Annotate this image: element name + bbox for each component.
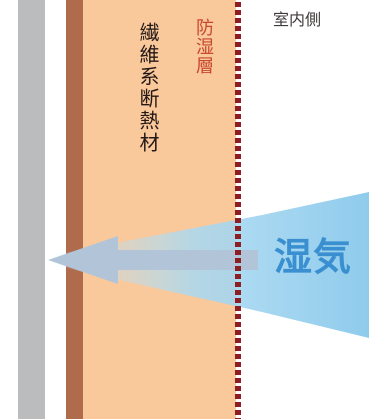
vapor-barrier-dot: [235, 18, 241, 23]
vapor-barrier-dot: [235, 10, 241, 15]
vapor-barrier-dot: [235, 258, 241, 263]
vapor-barrier-dot: [235, 370, 241, 375]
vapor-barrier-dot: [235, 146, 241, 151]
vapor-barrier-dot: [235, 402, 241, 407]
vapor-barrier-dot: [235, 322, 241, 327]
vapor-barrier-dot: [235, 242, 241, 247]
vapor-barrier-dot: [235, 42, 241, 47]
vapor-barrier-dot: [235, 106, 241, 111]
vapor-barrier-dot: [235, 250, 241, 255]
vapor-barrier-dot: [235, 66, 241, 71]
vapor-barrier-dot: [235, 74, 241, 79]
vapor-barrier-dot: [235, 170, 241, 175]
vapor-barrier-dot: [235, 274, 241, 279]
fibrous-insulation-layer: [66, 0, 236, 419]
insulation-label: 繊維系断熱材: [136, 22, 160, 154]
vapor-barrier-dot: [235, 154, 241, 159]
vapor-barrier-dot: [235, 282, 241, 287]
vapor-barrier-dot: [235, 50, 241, 55]
vapor-barrier-dot: [235, 98, 241, 103]
vapor-barrier-dot: [235, 82, 241, 87]
vapor-barrier-dot: [235, 202, 241, 207]
vapor-barrier-dot: [235, 226, 241, 231]
vapor-barrier-dot: [235, 306, 241, 311]
vapor-barrier-dot: [235, 194, 241, 199]
vapor-barrier-dot: [235, 58, 241, 63]
vapor-barrier-dot: [235, 394, 241, 399]
vapor-barrier-dot: [235, 122, 241, 127]
vapor-barrier-dot: [235, 314, 241, 319]
vapor-barrier-dot: [235, 266, 241, 271]
outer-board: [18, 0, 45, 419]
vapor-barrier-dot: [235, 290, 241, 295]
vapor-barrier-dot: [235, 186, 241, 191]
vapor-barrier-dot: [235, 26, 241, 31]
vapor-barrier-dot: [235, 162, 241, 167]
moisture-arrow: [48, 236, 258, 284]
vapor-barrier-dot: [235, 386, 241, 391]
interior-side-label: 室内側: [273, 10, 322, 29]
vapor-barrier-dot: [235, 330, 241, 335]
vapor-barrier-dot: [235, 178, 241, 183]
vapor-barrier-dot: [235, 130, 241, 135]
vapor-barrier-dot: [235, 378, 241, 383]
vapor-barrier-dot: [235, 34, 241, 39]
vapor-barrier-dot: [235, 410, 241, 415]
moisture-label: 湿気: [274, 235, 353, 279]
vapor-barrier-dot: [235, 298, 241, 303]
stud-frame: [66, 0, 83, 419]
vapor-barrier-dot: [235, 114, 241, 119]
vapor-barrier-dot: [235, 346, 241, 351]
vapor-barrier-dot: [235, 2, 241, 7]
vapor-barrier-dot: [235, 90, 241, 95]
vapor-barrier-dot: [235, 138, 241, 143]
vapor-barrier-dot: [235, 354, 241, 359]
vapor-barrier-dot: [235, 234, 241, 239]
vapor-barrier-dot: [235, 218, 241, 223]
vapor-barrier-dot: [235, 338, 241, 343]
vapor-barrier-dot: [235, 362, 241, 367]
vapor-barrier-label: 防湿層: [193, 18, 214, 75]
vapor-barrier-line: [235, 2, 241, 419]
vapor-barrier-dot: [235, 210, 241, 215]
